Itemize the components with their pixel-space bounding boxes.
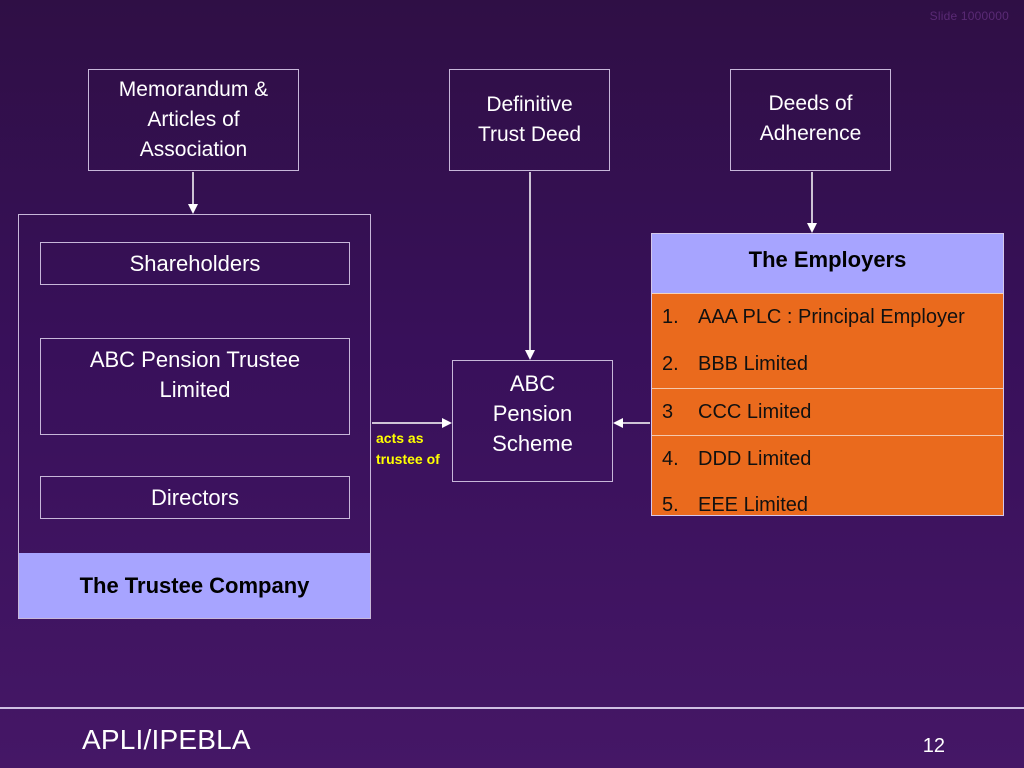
trust-deed-box: Definitive Trust Deed [449, 69, 610, 171]
page-number: 12 [922, 735, 945, 757]
pension-trustee-text: ABC Pension Trustee Limited [89, 347, 301, 402]
memorandum-box: Memorandum & Articles of Association [88, 69, 299, 171]
employer-name-1: AAA PLC : Principal Employer [698, 306, 965, 328]
employers-table: The Employers 1. AAA PLC : Principal Emp… [651, 233, 1004, 516]
employer-name-4: DDD Limited [698, 447, 812, 470]
trustee-company-banner: The Trustee Company [19, 553, 370, 618]
employers-title: The Employers [652, 234, 1003, 294]
memorandum-text: Memorandum & Articles of Association [118, 78, 269, 161]
employer-number-3: 3 [662, 400, 674, 423]
employer-name-3: CCC Limited [698, 400, 812, 423]
directors-text: Directors [150, 485, 239, 510]
trustee-company-box: Shareholders ABC Pension Trustee Limited… [18, 214, 371, 619]
employer-row-5: 5. EEE Limited [652, 482, 1003, 516]
employer-row-1: 1. AAA PLC : Principal Employer [652, 294, 1003, 341]
employer-row-4: 4. DDD Limited [652, 435, 1003, 482]
employer-number-4: 4. [662, 447, 679, 470]
shareholders-text: Shareholders [129, 251, 261, 276]
pension-scheme-text: ABC Pension Scheme [492, 371, 573, 456]
directors-box: Directors [40, 476, 350, 519]
pension-trustee-box: ABC Pension Trustee Limited [40, 338, 350, 435]
employer-row-2: 2. BBB Limited [652, 341, 1003, 388]
employer-number-1: 1. [662, 306, 679, 328]
shareholders-box: Shareholders [40, 242, 350, 285]
slide-watermark: Slide 1000000 [929, 9, 1009, 23]
pension-scheme-box: ABC Pension Scheme [452, 360, 613, 482]
trustee-relationship-label: acts as trustee of [376, 430, 440, 467]
employer-number-2: 2. [662, 353, 679, 375]
employer-name-2: BBB Limited [698, 353, 809, 375]
adherence-box: Deeds of Adherence [730, 69, 891, 171]
employer-number-5: 5. [662, 494, 679, 516]
adherence-text: Deeds of Adherence [759, 92, 862, 145]
footer-divider [0, 707, 1024, 709]
footer-title: APLI/IPEBLA [82, 724, 251, 755]
employer-name-5: EEE Limited [698, 494, 809, 516]
employer-row-3: 3 CCC Limited [652, 388, 1003, 435]
trust-deed-text: Definitive Trust Deed [477, 93, 582, 146]
